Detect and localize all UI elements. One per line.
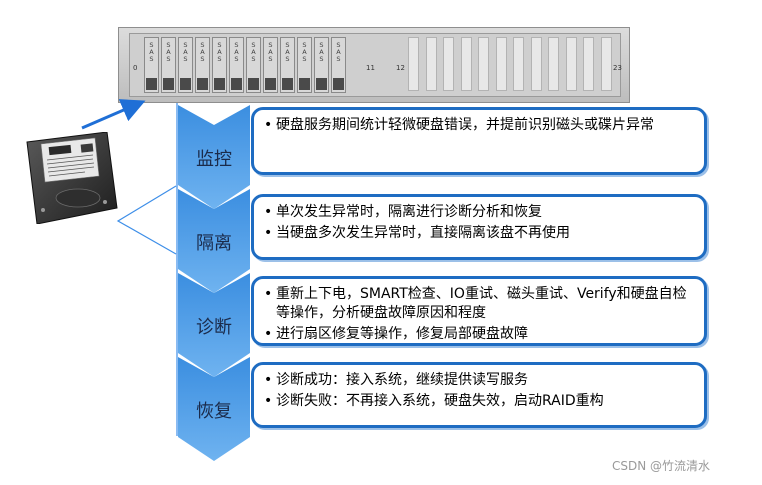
stage-bullet-item: 单次发生异常时，隔离进行诊断分析和恢复 [264,203,696,222]
drive-handle [231,78,242,90]
slot-label: S A S [319,41,324,63]
slot-label: S A S [183,41,188,63]
sas-drive-slot: S A S [314,37,329,93]
empty-drive-slot [443,37,454,91]
slot-label: S A S [166,41,171,63]
slot-label: S A S [285,41,290,63]
empty-drive-slot [583,37,594,91]
stage-name: 恢复 [196,401,232,422]
slot-label: S A S [268,41,273,63]
sas-drive-slot: S A S [212,37,227,93]
drive-handle [265,78,276,90]
slot-label: S A S [234,41,239,63]
stage-chevron: 恢复 [176,357,252,463]
sas-drive-slot: S A S [144,37,159,93]
slot-label: S A S [200,41,205,63]
stage-name: 诊断 [196,317,232,338]
empty-drive-slot [600,37,612,91]
stage-bullet-item: 硬盘服务期间统计轻微硬盘错误，并提前识别磁头或碟片异常 [264,116,696,135]
stage-bullet-list: 诊断成功：接入系统，继续提供读写服务诊断失败：不再接入系统，硬盘失效，启动RAI… [254,365,704,411]
stage-detail-box: 硬盘服务期间统计轻微硬盘错误，并提前识别磁头或碟片异常 [251,107,707,175]
empty-drive-slot [408,37,419,91]
bay-number: 11 [366,64,375,72]
slot-label: S A S [251,41,256,63]
drive-handle [248,78,259,90]
slot-label: S A S [217,41,222,63]
drive-handle [163,78,174,90]
empty-drive-slot [460,37,472,91]
sas-drive-slot: S A S [280,37,295,93]
drive-handle [197,78,208,90]
empty-drive-slot [425,37,437,91]
stage-chevron: 隔离 [176,189,252,295]
empty-drive-slot [548,37,559,91]
stage-bullet-item: 诊断成功：接入系统，继续提供读写服务 [264,371,696,390]
sas-drive-slot: S A S [161,37,176,93]
stage-bullet-item: 当硬盘多次发生异常时，直接隔离该盘不再使用 [264,224,696,243]
callout-bracket [116,185,177,255]
stage-bullet-item: 重新上下电，SMART检查、IO重试、磁头重试、Verify和硬盘自检等操作，分… [264,285,696,323]
bay-number: 0 [133,64,138,72]
stage-detail-box: 诊断成功：接入系统，继续提供读写服务诊断失败：不再接入系统，硬盘失效，启动RAI… [251,362,707,428]
sas-drive-slot: S A S [195,37,210,93]
stage-bullet-list: 重新上下电，SMART检查、IO重试、磁头重试、Verify和硬盘自检等操作，分… [254,279,704,344]
disk-to-enclosure-arrow [81,99,146,130]
empty-drive-slot [513,37,524,91]
drive-handle [146,78,157,90]
stage-bullet-item: 诊断失败：不再接入系统，硬盘失效，启动RAID重构 [264,392,696,411]
slot-label: S A S [302,41,307,63]
empty-drive-slot [495,37,507,91]
drive-handle [333,78,344,90]
empty-drive-slot [478,37,489,91]
sas-drive-slot: S A S [229,37,244,93]
sas-drive-slot: S A S [263,37,278,93]
stage-name: 隔离 [196,233,232,254]
empty-drive-slot [530,37,542,91]
slot-label: S A S [149,41,154,63]
stage-chevron: 诊断 [176,273,252,379]
slot-label: S A S [336,41,341,63]
drive-handle [214,78,225,90]
stage-name: 监控 [196,149,232,170]
stage-bullet-list: 单次发生异常时，隔离进行诊断分析和恢复当硬盘多次发生异常时，直接隔离该盘不再使用 [254,197,704,243]
stage-bullet-list: 硬盘服务期间统计轻微硬盘错误，并提前识别磁头或碟片异常 [254,110,704,135]
drive-handle [180,78,191,90]
stage-bullet-item: 进行扇区修复等操作，修复局部硬盘故障 [264,325,696,344]
drive-handle [299,78,310,90]
sas-drive-slot: S A S [297,37,312,93]
sas-drive-slot: S A S [331,37,346,93]
stage-detail-box: 单次发生异常时，隔离进行诊断分析和恢复当硬盘多次发生异常时，直接隔离该盘不再使用 [251,194,707,260]
hard-disk-icon [26,132,118,224]
drive-handle [282,78,293,90]
watermark: CSDN @竹流清水 [612,459,711,473]
bay-number: 23 [613,64,622,72]
sas-drive-slot: S A S [246,37,261,93]
sas-drive-slot: S A S [178,37,193,93]
stage-detail-box: 重新上下电，SMART检查、IO重试、磁头重试、Verify和硬盘自检等操作，分… [251,276,707,346]
stage-chevron: 监控 [176,105,252,211]
empty-drive-slot [565,37,577,91]
drive-handle [316,78,327,90]
bay-number: 12 [396,64,405,72]
